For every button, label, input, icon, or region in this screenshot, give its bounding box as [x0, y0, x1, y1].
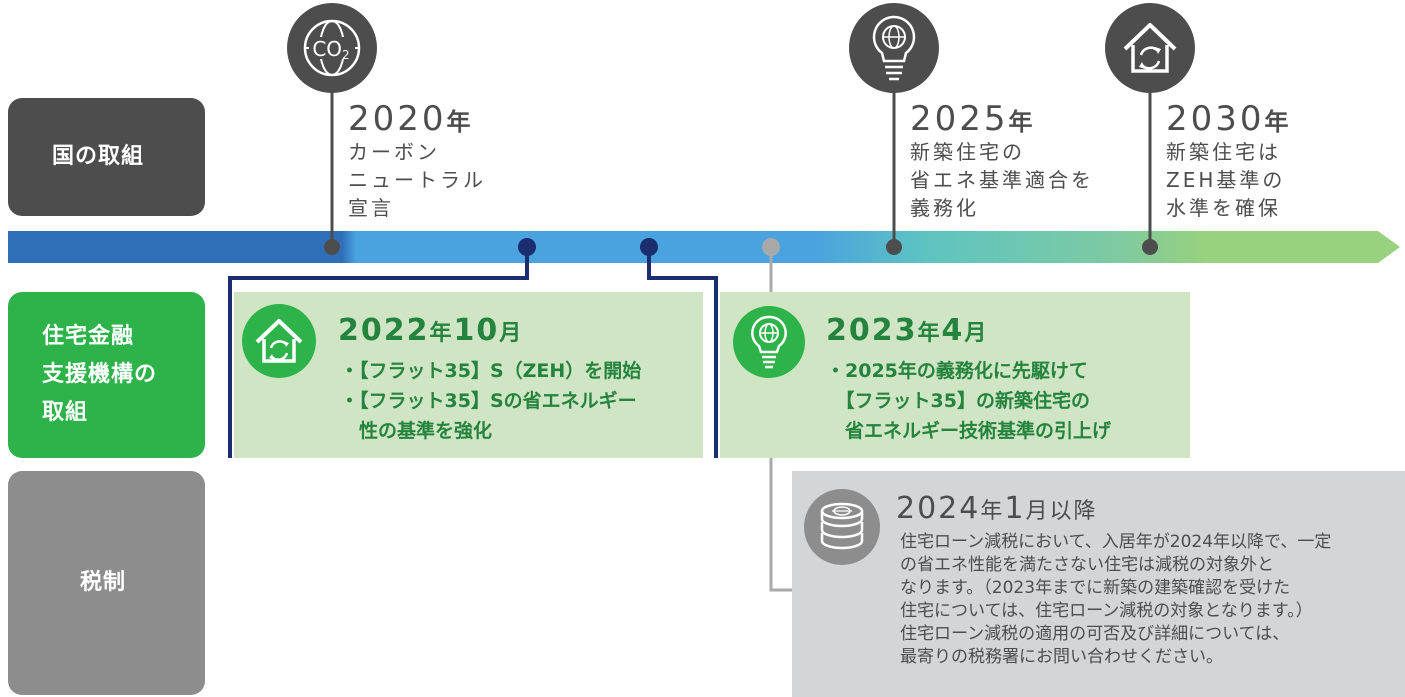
tax-box-2024 [792, 471, 1405, 697]
gov-year-2025-suffix: 年 [1008, 108, 1033, 136]
gov-year-2025-number: 2025 [910, 99, 1009, 139]
jhf-2023-month: 4 [941, 313, 965, 348]
row-label-gov: 国の取組 [8, 98, 205, 216]
gov-year-2025: 2025年 [910, 100, 1033, 141]
dot-2020 [324, 239, 340, 255]
jhf-items-2022: ・【フラット35】S（ZEH）を開始 ・【フラット35】Sの省エネルギー 性の基… [340, 360, 642, 442]
gov-event-2020-text: カーボン ニュートラル 宣言 [348, 140, 486, 220]
connector-2022 [228, 247, 529, 458]
jhf-2023-year: 2023 [826, 313, 918, 348]
gov-year-2030-number: 2030 [1166, 99, 1265, 139]
tax-2024-month: 1 [1004, 491, 1026, 526]
coin-stack-globe-icon [804, 489, 880, 565]
jhf-box-2022 [234, 292, 703, 458]
house-recycle-icon [242, 304, 316, 378]
gov-year-2030: 2030年 [1166, 100, 1289, 141]
row-label-jhf-text: 住宅金融 支援機構の 取組 [42, 324, 158, 425]
gov-year-2020-suffix: 年 [446, 108, 471, 136]
dot-2023 [640, 238, 658, 256]
jhf-2022-mon: 月 [499, 321, 524, 346]
tax-2024-mon: 月以降 [1025, 499, 1098, 524]
dot-2025 [886, 239, 902, 255]
dot-2030 [1142, 239, 1158, 255]
tax-heading-2024: 2024年1月以降 [896, 492, 1097, 529]
gov-event-2025-text: 新築住宅の 省エネ基準適合を 義務化 [910, 140, 1094, 220]
jhf-heading-2023: 2023年4月 [826, 314, 988, 351]
lightbulb-globe-icon [733, 306, 805, 378]
jhf-2023-mon: 月 [964, 321, 989, 346]
row-label-tax-text: 税制 [80, 570, 127, 595]
timeline-arrow [8, 231, 1400, 263]
jhf-heading-2022: 2022年10月 [338, 314, 523, 351]
co2-globe-icon: CO2 [287, 3, 377, 93]
jhf-2022-month: 10 [453, 313, 500, 348]
dot-2022 [518, 238, 536, 256]
row-label-jhf: 住宅金融 支援機構の 取組 [8, 292, 205, 458]
tax-2024-year: 2024 [896, 491, 981, 526]
lightbulb-globe-icon [849, 3, 939, 93]
gov-year-2030-suffix: 年 [1264, 108, 1289, 136]
jhf-2022-year: 2022 [338, 313, 430, 348]
row-label-gov-text: 国の取組 [52, 144, 145, 169]
jhf-items-2023: ・2025年の義務化に先駆けて 【フラット35】の新築住宅の 省エネルギー技術基… [826, 360, 1112, 442]
tax-2024-nen: 年 [980, 499, 1005, 524]
gov-event-2030-text: 新築住宅は ZEH基準の 水準を確保 [1166, 140, 1286, 220]
tax-text-2024: 住宅ローン減税において、入居年が2024年以降で、一定 の省エネ性能を満たさない… [900, 532, 1332, 667]
house-recycle-icon [1105, 3, 1195, 93]
dot-2024 [762, 238, 780, 256]
row-label-tax: 税制 [8, 471, 205, 695]
jhf-2022-nen: 年 [429, 321, 454, 346]
gov-year-2020-number: 2020 [348, 99, 447, 139]
jhf-box-2023 [720, 292, 1190, 458]
connector-2023 [647, 247, 718, 458]
jhf-2023-nen: 年 [917, 321, 942, 346]
gov-year-2020: 2020年 [348, 100, 471, 141]
